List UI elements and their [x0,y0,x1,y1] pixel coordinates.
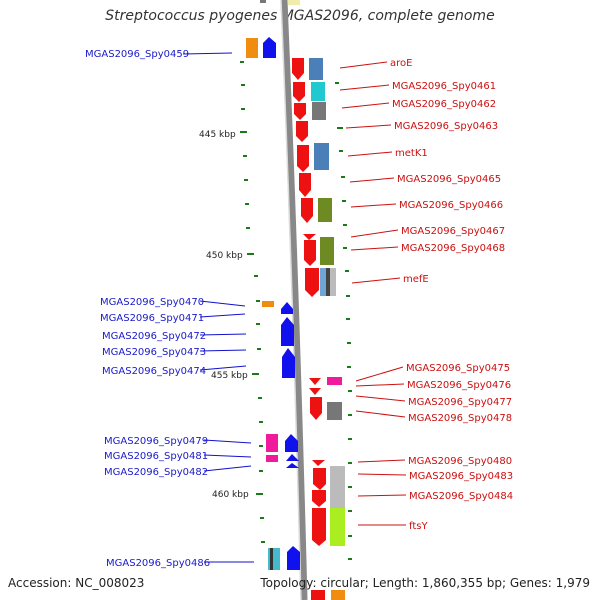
gene-label-Spy0462[interactable]: MGAS2096_Spy0462 [392,99,496,110]
gene-Spy0482 [286,463,299,468]
gene-Spy0459 [263,37,276,58]
left-leader-lines [182,52,254,563]
forward-strand-features[interactable] [292,58,345,600]
gene-label-Spy0481[interactable]: MGAS2096_Spy0481 [104,451,208,462]
gene-Spy0466 [301,198,313,223]
gene-Spy0470-annotation [262,301,274,307]
gene-Spy0462 [294,103,306,120]
gene-label-Spy0459[interactable]: MGAS2096_Spy0459 [85,49,189,60]
gene-Spy0484 [312,490,326,507]
reverse-strand-features[interactable] [246,37,300,570]
gene-metK1 [297,145,309,172]
gene-label-Spy0483[interactable]: MGAS2096_Spy0483 [409,471,513,482]
gene-Spy0467 [303,234,316,240]
gene-label-aroE[interactable]: aroE [390,58,412,69]
gene-Spy0472 [281,317,294,346]
scale-label-455: 455 kbp [211,371,248,381]
scale-label-460: 460 kbp [212,490,249,500]
gene-label-Spy0470[interactable]: MGAS2096_Spy0470 [100,297,204,308]
gene-Spy0480 [312,460,325,466]
gene-label-Spy0482[interactable]: MGAS2096_Spy0482 [104,467,208,478]
gene-ftsY [312,508,326,546]
gene-label-Spy0473[interactable]: MGAS2096_Spy0473 [102,347,206,358]
gene-Spy0483 [313,468,326,490]
gene-label-ftsY[interactable]: ftsY [409,521,428,532]
scale-label-445: 445 kbp [199,130,236,140]
gene-label-Spy0461[interactable]: MGAS2096_Spy0461 [392,81,496,92]
gene-Spy0476 [309,378,321,385]
gene-label-Spy0463[interactable]: MGAS2096_Spy0463 [394,121,498,132]
gene-mefE [305,268,319,297]
genome-title: Streptococcus pyogenes MGAS2096, complet… [105,8,495,24]
gene-Spy0459-annotation [246,38,258,58]
gene-Spy0461 [293,82,305,102]
gene-aroE [292,58,304,80]
gene-Spy0463 [296,121,308,142]
gene-Spy0478 [310,397,322,420]
gene-label-mefE[interactable]: mefE [403,274,429,285]
gene-label-Spy0477[interactable]: MGAS2096_Spy0477 [408,397,512,408]
gene-label-Spy0478[interactable]: MGAS2096_Spy0478 [408,413,512,424]
gene-label-Spy0475[interactable]: MGAS2096_Spy0475 [406,363,510,374]
gene-Spy0479-annotation [266,434,278,452]
gene-Spy0475-annotation [327,377,342,385]
gene-Spy0468 [304,240,316,266]
gene-label-Spy0471[interactable]: MGAS2096_Spy0471 [100,313,204,324]
gene-Spy0474 [282,348,295,378]
gene-label-Spy0474[interactable]: MGAS2096_Spy0474 [102,366,206,377]
gene-Spy0477 [309,388,321,395]
gene-label-Spy0486[interactable]: MGAS2096_Spy0486 [106,558,210,569]
scale-label-450: 450 kbp [206,251,243,261]
gene-label-Spy0468[interactable]: MGAS2096_Spy0468 [401,243,505,254]
gene-label-Spy0466[interactable]: MGAS2096_Spy0466 [399,200,503,211]
gene-label-Spy0480[interactable]: MGAS2096_Spy0480 [408,456,512,467]
gene-Spy0471 [281,302,293,314]
gene-label-Spy0484[interactable]: MGAS2096_Spy0484 [409,491,513,502]
accession-info: Accession: NC_008023 [8,576,145,590]
gene-Spy0481-annotation [266,455,278,462]
gene-Spy0486 [287,546,300,570]
gene-label-Spy0479[interactable]: MGAS2096_Spy0479 [104,436,208,447]
scale-ticks-right [335,82,352,560]
right-leader-lines [339,61,407,526]
gene-Spy0481 [286,454,299,461]
gene-label-metK1[interactable]: metK1 [395,148,428,159]
gene-label-Spy0476[interactable]: MGAS2096_Spy0476 [407,380,511,391]
topology-info: Topology: circular; Length: 1,860,355 bp… [260,576,590,590]
gene-Spy0486-annotation [268,548,280,570]
gene-Spy0479 [285,434,298,452]
gene-label-Spy0465[interactable]: MGAS2096_Spy0465 [397,174,501,185]
gene-label-Spy0472[interactable]: MGAS2096_Spy0472 [102,331,206,342]
scale-ticks-left [240,61,265,543]
gene-label-Spy0467[interactable]: MGAS2096_Spy0467 [401,226,505,237]
gene-Spy0465 [299,173,311,197]
genome-backbone [280,0,308,600]
